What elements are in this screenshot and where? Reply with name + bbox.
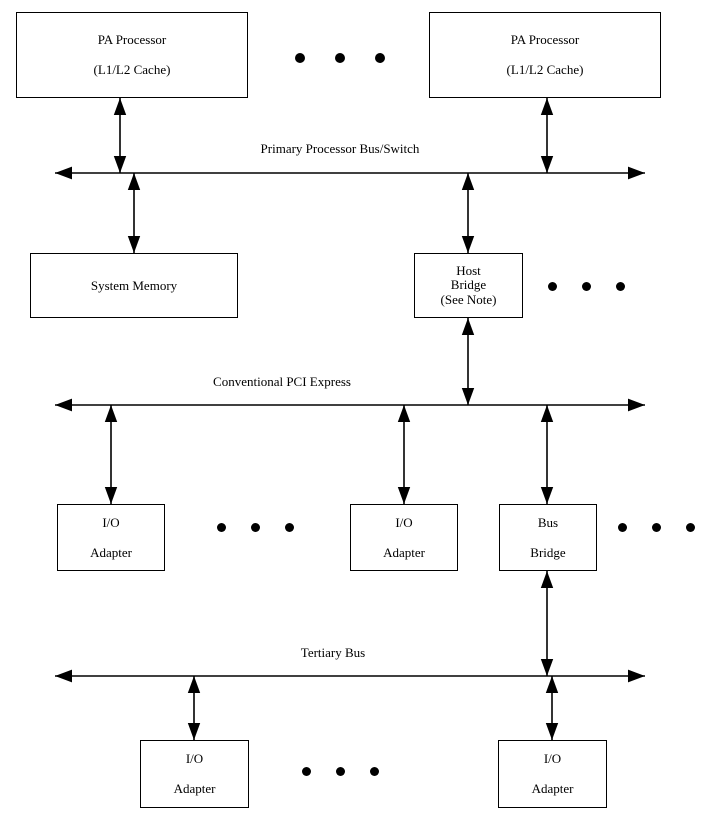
connector-arrow-down [104, 487, 118, 504]
node-pa-processor-right-line-2: (L1/L2 Cache) [506, 62, 584, 77]
connector-arrow-up [540, 571, 554, 588]
node-pa-processor-left-line-1: PA Processor [97, 32, 167, 48]
connector-pa-right-to-primary-bus [540, 98, 554, 173]
ellipsis-dot [295, 53, 305, 63]
node-io-adapter-tert-2-line-2: Adapter [531, 781, 574, 796]
bus-label-primary-processor-bus: Primary Processor Bus/Switch [260, 141, 420, 156]
node-pa-processor-right: PA Processor (L1/L2 Cache) [429, 12, 661, 98]
ellipsis-dot [615, 281, 625, 291]
bus-line-primary-processor-bus [55, 166, 645, 180]
connector-arrow-up [461, 318, 475, 335]
ellipsis-dot [335, 766, 345, 776]
node-io-adapter-pci-1-line-1: I/O [102, 514, 120, 530]
ellipsis-dot [547, 281, 557, 291]
connector-pci-bus-to-bus-bridge [540, 405, 554, 504]
bus-arrow-right [628, 669, 645, 683]
ellipsis-dot [335, 53, 345, 63]
connector-arrow-up [104, 405, 118, 422]
connector-pa-left-to-primary-bus [113, 98, 127, 173]
node-io-adapter-tert-2: I/O Adapter [498, 740, 607, 808]
ellipsis-host-bridges [547, 281, 625, 291]
node-host-bridge-line-1: Host [456, 262, 481, 278]
connector-tertiary-bus-to-io-adapter-1 [187, 676, 201, 740]
bus-arrow-right [628, 398, 645, 412]
bus-label-tertiary-bus: Tertiary Bus [300, 645, 366, 660]
bus-line-conventional-pci-express [55, 398, 645, 412]
connector-arrow-up [127, 173, 141, 190]
ellipsis-tert-adapters [301, 766, 379, 776]
connector-pci-bus-to-io-adapter-2 [397, 405, 411, 504]
ellipsis-dot [617, 522, 627, 532]
node-host-bridge-line-3: (See Note) [440, 291, 497, 307]
bus-arrow-left [55, 398, 72, 412]
connector-tertiary-bus-to-io-adapter-2 [545, 676, 559, 740]
connector-host-bridge-to-pci-bus [461, 318, 475, 405]
ellipsis-dot [216, 522, 226, 532]
connector-arrow-down [540, 487, 554, 504]
ellipsis-dot [301, 766, 311, 776]
connector-primary-bus-to-system-memory [127, 173, 141, 253]
connector-arrow-down [461, 388, 475, 405]
ellipsis-dot [651, 522, 661, 532]
connector-arrow-down [187, 723, 201, 740]
node-bus-bridge-line-2: Bridge [530, 544, 566, 560]
connector-arrow-up [187, 676, 201, 693]
node-io-adapter-tert-1: I/O Adapter [140, 740, 249, 808]
connector-arrow-up [545, 676, 559, 693]
connector-arrow-down [540, 659, 554, 676]
node-io-adapter-pci-2-line-1: I/O [395, 514, 413, 530]
node-io-adapter-tert-1-line-1: I/O [185, 751, 204, 767]
bus-arrow-right [628, 166, 645, 180]
connector-arrow-down [540, 156, 554, 173]
node-pa-processor-right-line-1: PA Processor [510, 32, 580, 48]
node-host-bridge-line-2: Bridge [450, 277, 487, 293]
connector-pci-bus-to-io-adapter-1 [104, 405, 118, 504]
connector-arrow-down [113, 156, 127, 173]
node-pa-processor-left-line-2: (L1/L2 Cache) [93, 62, 171, 77]
ellipsis-dot [369, 766, 379, 776]
node-system-memory-line-1: System Memory [90, 277, 178, 293]
ellipsis-bus-bridges [617, 522, 695, 532]
node-bus-bridge-line-1: Bus [537, 514, 559, 530]
bus-arrow-left [55, 669, 72, 683]
bus-label-conventional-pci-express: Conventional PCI Express [213, 374, 351, 389]
node-io-adapter-tert-1-line-2: Adapter [173, 781, 216, 796]
node-io-adapter-pci-2: I/O Adapter [350, 504, 458, 571]
connector-arrow-down [545, 723, 559, 740]
bus-line-tertiary-bus [55, 669, 645, 683]
node-pa-processor-left: PA Processor (L1/L2 Cache) [16, 12, 248, 98]
connector-arrow-up [461, 173, 475, 190]
ellipsis-dot [375, 53, 385, 63]
ellipsis-dot [284, 522, 294, 532]
node-io-adapter-tert-2-line-1: I/O [543, 751, 562, 767]
node-io-adapter-pci-1: I/O Adapter [57, 504, 165, 571]
connector-arrow-up [540, 98, 554, 115]
node-io-adapter-pci-2-line-2: Adapter [383, 544, 425, 560]
ellipsis-dot [250, 522, 260, 532]
connector-arrow-up [540, 405, 554, 422]
ellipsis-dot [685, 522, 695, 532]
connector-bus-bridge-to-tertiary-bus [540, 571, 554, 676]
connector-primary-bus-to-host-bridge [461, 173, 475, 253]
connector-arrow-down [397, 487, 411, 504]
bus-arrow-left [55, 166, 72, 180]
connector-arrow-down [127, 236, 141, 253]
connector-arrow-up [397, 405, 411, 422]
connector-arrow-group [104, 98, 559, 740]
ellipsis-pci-adapters [216, 522, 294, 532]
ellipsis-processors [295, 53, 385, 63]
bus-line-group [55, 166, 645, 683]
node-system-memory: System Memory [30, 253, 238, 318]
node-io-adapter-pci-1-line-2: Adapter [90, 544, 132, 560]
ellipsis-dot [581, 281, 591, 291]
connector-arrow-down [461, 236, 475, 253]
connector-arrow-up [113, 98, 127, 115]
